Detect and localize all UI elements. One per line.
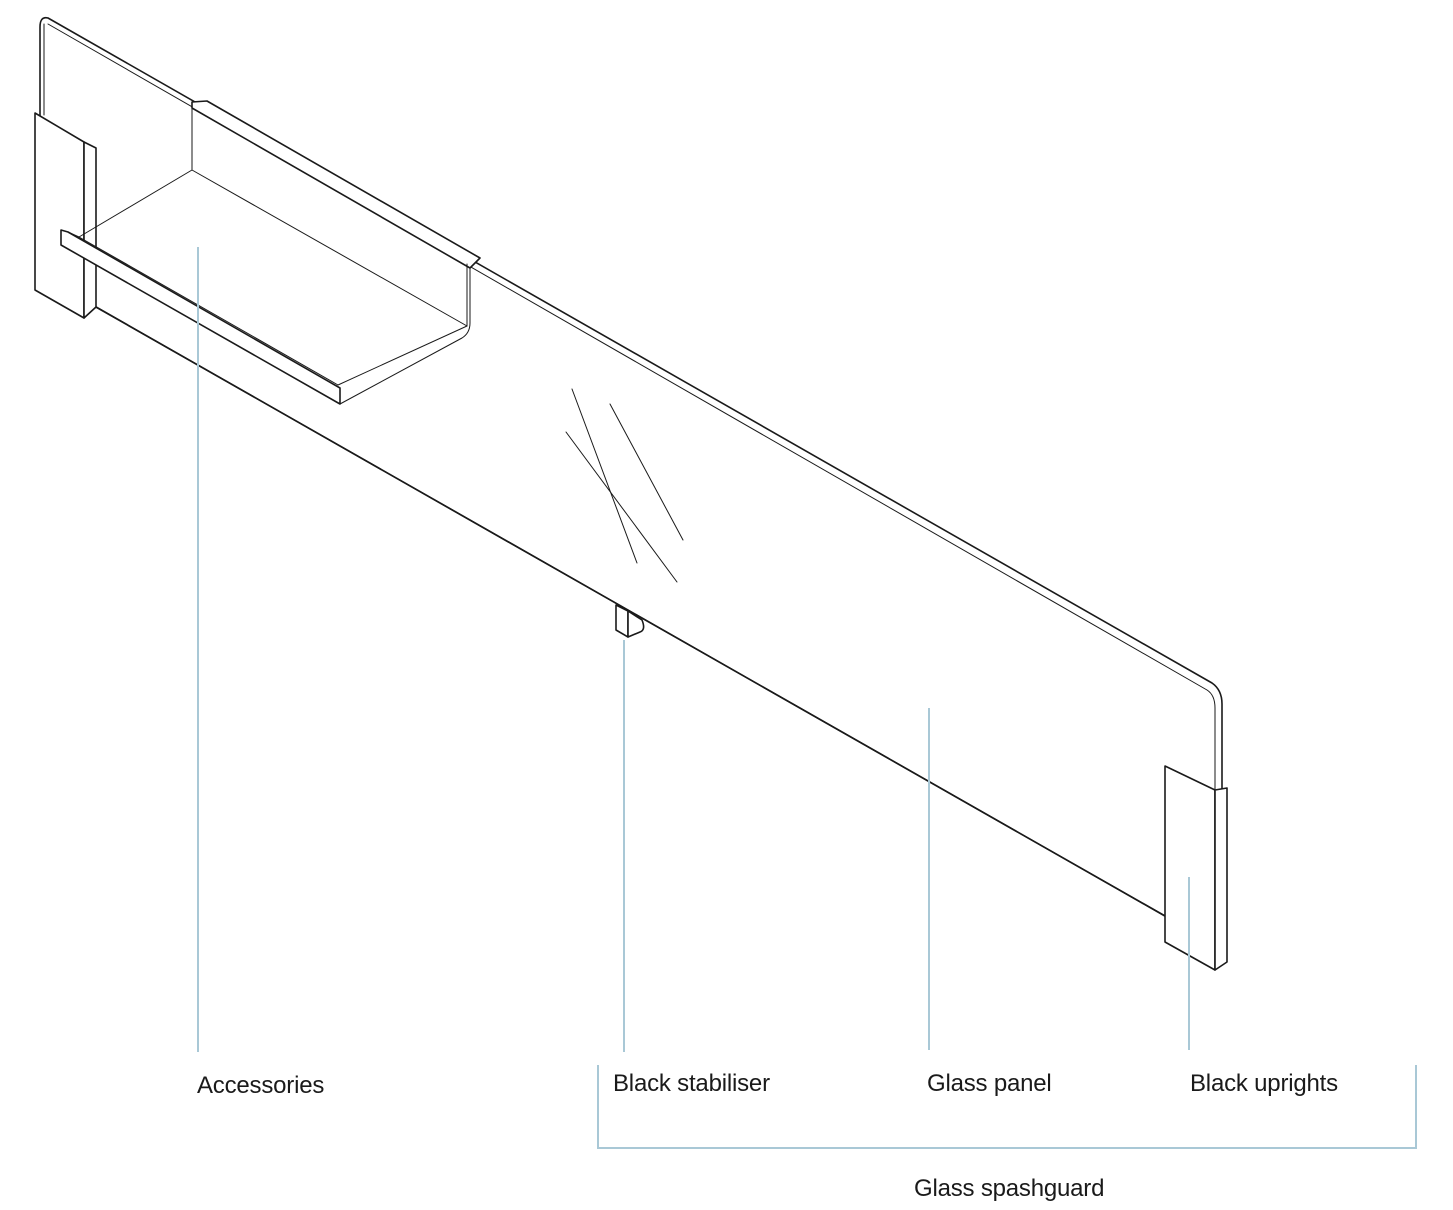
shelf-front-lip <box>60 229 341 405</box>
right-upright-side <box>1214 787 1228 971</box>
glass-panel-top-edge <box>47 23 1216 791</box>
shelf-floor-back <box>78 169 193 238</box>
label-accessories: Accessories <box>197 1072 325 1099</box>
label-glass-splashguard: Glass spashguard <box>914 1175 1105 1202</box>
shelf-floor-front <box>78 236 339 386</box>
label-black-uprights: Black uprights <box>1190 1070 1338 1097</box>
shelf-back-plate-front <box>191 107 468 327</box>
label-black-stabiliser: Black stabiliser <box>613 1070 770 1097</box>
reflection-line-2 <box>609 403 684 541</box>
label-glass-panel: Glass panel <box>927 1070 1052 1097</box>
shelf-floor-right <box>337 325 468 386</box>
splashguard-bracket <box>597 1065 1417 1149</box>
glass-panel-bottom-edge <box>95 306 1166 917</box>
glass-reflection <box>565 388 684 583</box>
leader-lines <box>197 247 1417 1149</box>
stabiliser-side <box>627 610 645 638</box>
left-upright-front <box>34 112 85 319</box>
left-upright-shape <box>34 112 97 319</box>
stabiliser-front <box>615 604 629 638</box>
shelf-front-lip-top <box>67 231 80 238</box>
stabiliser-shape <box>615 604 645 638</box>
glass-panel-shape <box>39 16 1223 917</box>
right-upright-shape <box>1164 765 1228 971</box>
glass-panel-outline <box>39 16 1223 917</box>
shelf-back-plate <box>191 100 481 269</box>
accessories-shelf-shape <box>60 100 481 405</box>
reflection-line-3 <box>565 431 678 583</box>
shelf-back-plate-rim <box>339 267 471 405</box>
reflection-line-1 <box>571 388 638 564</box>
